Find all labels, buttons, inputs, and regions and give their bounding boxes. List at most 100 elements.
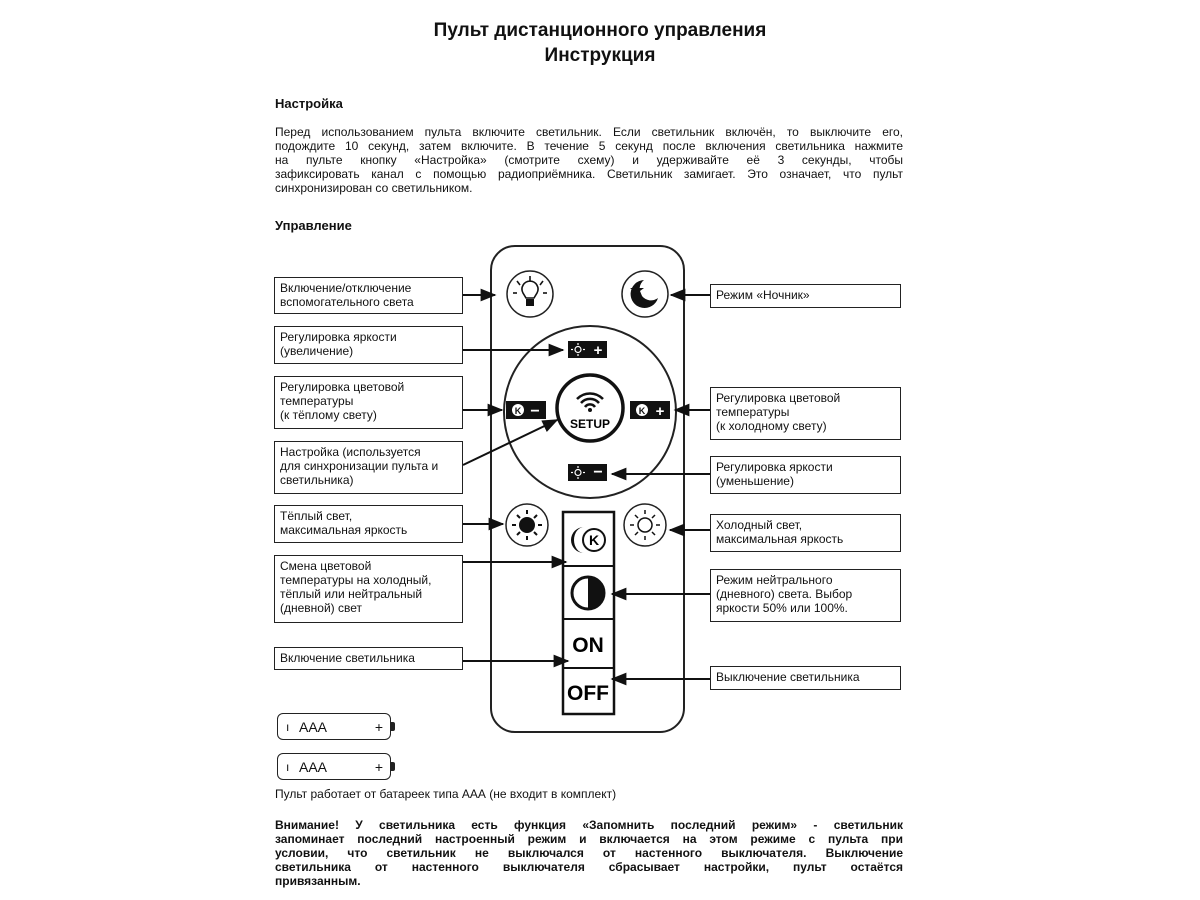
warning-line: Внимание! У светильника есть функция «За… bbox=[275, 818, 903, 832]
setup-button[interactable]: SETUP bbox=[555, 373, 625, 443]
label-brightness-down: Регулировка яркости (уменьшение) bbox=[710, 456, 901, 494]
label-line: Режим нейтрального bbox=[716, 573, 833, 587]
minus-glyph: − bbox=[593, 464, 602, 481]
aux-light-button[interactable] bbox=[506, 270, 554, 318]
battery-terminal bbox=[391, 762, 395, 771]
plus-glyph: + bbox=[594, 342, 603, 359]
setup-paragraph: Перед использованием пульта включите све… bbox=[275, 125, 903, 195]
label-cold-max: Холодный свет, максимальная яркость bbox=[710, 514, 901, 552]
cold-max-button[interactable] bbox=[623, 503, 667, 547]
sun-small-icon bbox=[571, 343, 585, 356]
half-circle-icon bbox=[588, 577, 604, 609]
setup-line: на пульте кнопку «Настройка» (смотрите с… bbox=[275, 153, 903, 167]
label-line: (уменьшение) bbox=[716, 474, 794, 488]
night-mode-button[interactable] bbox=[621, 270, 669, 318]
label-off: Выключение светильника bbox=[710, 666, 901, 690]
label-temp-cold: Регулировка цветовой температуры (к холо… bbox=[710, 387, 901, 440]
battery-note: Пульт работает от батареек типа ААА (не … bbox=[275, 787, 617, 801]
label-line: Настройка (используется bbox=[280, 445, 421, 459]
brightness-down-button[interactable]: − bbox=[568, 464, 607, 481]
label-line: (дневного) света. Выбор bbox=[716, 587, 853, 601]
battery-minus: ı bbox=[286, 760, 290, 774]
warning-paragraph: Внимание! У светильника есть функция «За… bbox=[275, 818, 903, 888]
setup-heading: Настройка bbox=[275, 96, 343, 111]
label-line: (к тёплому свету) bbox=[280, 408, 377, 422]
label-night: Режим «Ночник» bbox=[710, 284, 901, 308]
label-line: температуры bbox=[716, 405, 790, 419]
setup-label: SETUP bbox=[570, 417, 610, 431]
label-line: светильника) bbox=[280, 473, 354, 487]
label-cct: Смена цветовой температуры на холодный, … bbox=[274, 555, 463, 623]
label-line: Регулировка цветовой bbox=[716, 391, 841, 405]
label-line: тёплый или нейтральный bbox=[280, 587, 423, 601]
label-line: Включение/отключение bbox=[280, 281, 412, 295]
battery-label: AAA bbox=[299, 719, 328, 735]
label-line: максимальная яркость bbox=[280, 523, 408, 537]
battery-terminal bbox=[391, 722, 395, 731]
cct-button[interactable]: K bbox=[571, 527, 606, 553]
label-line: Регулировка яркости bbox=[716, 460, 833, 474]
label-line: для синхронизации пульта и bbox=[280, 459, 439, 473]
page-subtitle: Инструкция bbox=[544, 45, 656, 66]
setup-line: зафиксировать канал с помощью радиоприём… bbox=[275, 167, 903, 181]
battery-aaa: ı AAA + bbox=[277, 713, 395, 740]
plus-glyph: + bbox=[656, 403, 665, 420]
label-line: максимальная яркость bbox=[716, 532, 844, 546]
label-setup: Настройка (используется для синхронизаци… bbox=[274, 441, 463, 494]
off-button[interactable]: OFF bbox=[567, 682, 609, 705]
label-line: вспомогательного света bbox=[280, 295, 414, 309]
label-line: яркости 50% или 100%. bbox=[716, 601, 848, 615]
warning-line: светильника от настенного выключателя сб… bbox=[275, 860, 903, 874]
temp-warm-button[interactable]: K − bbox=[506, 401, 546, 420]
label-line: Регулировка цветовой bbox=[280, 380, 405, 394]
battery-minus: ı bbox=[286, 720, 290, 734]
k-glyph: K bbox=[515, 406, 522, 416]
label-line: Регулировка яркости bbox=[280, 330, 397, 344]
warm-max-button[interactable] bbox=[505, 503, 549, 547]
warning-line: условии, что светильник не выключался от… bbox=[275, 846, 903, 860]
label-line: (увеличение) bbox=[280, 344, 354, 358]
label-line: Тёплый свет, bbox=[280, 509, 353, 523]
wifi-icon bbox=[576, 392, 604, 408]
star-icon bbox=[630, 283, 644, 296]
page-title: Пульт дистанционного управления bbox=[433, 20, 767, 41]
arrow bbox=[462, 419, 559, 466]
label-line: Холодный свет, bbox=[716, 518, 803, 532]
on-button[interactable]: ON bbox=[572, 634, 604, 657]
warning-line: привязанным. bbox=[275, 874, 361, 888]
label-line: (к холодному свету) bbox=[716, 419, 827, 433]
setup-line: синхронизирован со светильником. bbox=[275, 181, 473, 195]
temp-cold-button[interactable]: K + bbox=[630, 401, 670, 420]
label-line: (дневной) свет bbox=[280, 601, 363, 615]
label-line: Режим «Ночник» bbox=[716, 288, 810, 302]
label-on: Включение светильника bbox=[274, 647, 463, 670]
sun-outline-icon bbox=[630, 510, 660, 540]
battery-label: AAA bbox=[299, 759, 328, 775]
label-neutral: Режим нейтрального (дневного) света. Выб… bbox=[710, 569, 901, 622]
bulb-icon bbox=[513, 276, 547, 306]
battery-plus: + bbox=[374, 759, 383, 775]
label-brightness-up: Регулировка яркости (увеличение) bbox=[274, 326, 463, 364]
k-glyph: K bbox=[589, 532, 599, 548]
control-heading: Управление bbox=[275, 218, 352, 233]
brightness-up-button[interactable]: + bbox=[568, 341, 607, 359]
label-line: температуры на холодный, bbox=[280, 573, 432, 587]
label-aux-light: Включение/отключение вспомогательного св… bbox=[274, 277, 463, 314]
label-line: Выключение светильника bbox=[716, 670, 860, 684]
setup-line: Перед использованием пульта включите све… bbox=[275, 125, 903, 139]
setup-line: подождите 10 секунд, затем включите. В т… bbox=[275, 139, 903, 153]
sun-small-icon bbox=[571, 466, 585, 479]
label-temp-warm: Регулировка цветовой температуры (к тёпл… bbox=[274, 376, 463, 429]
minus-glyph: − bbox=[530, 403, 539, 420]
neutral-button[interactable] bbox=[570, 575, 606, 611]
warning-line: запоминает последний настроенный режим и… bbox=[275, 832, 903, 846]
battery-plus: + bbox=[374, 719, 383, 735]
label-warm-max: Тёплый свет, максимальная яркость bbox=[274, 505, 463, 543]
battery-aaa: ı AAA + bbox=[277, 753, 395, 780]
sun-filled-icon bbox=[512, 510, 542, 540]
label-line: Смена цветовой bbox=[280, 559, 372, 573]
label-line: температуры bbox=[280, 394, 354, 408]
k-glyph: K bbox=[639, 406, 646, 416]
label-line: Включение светильника bbox=[280, 651, 415, 665]
